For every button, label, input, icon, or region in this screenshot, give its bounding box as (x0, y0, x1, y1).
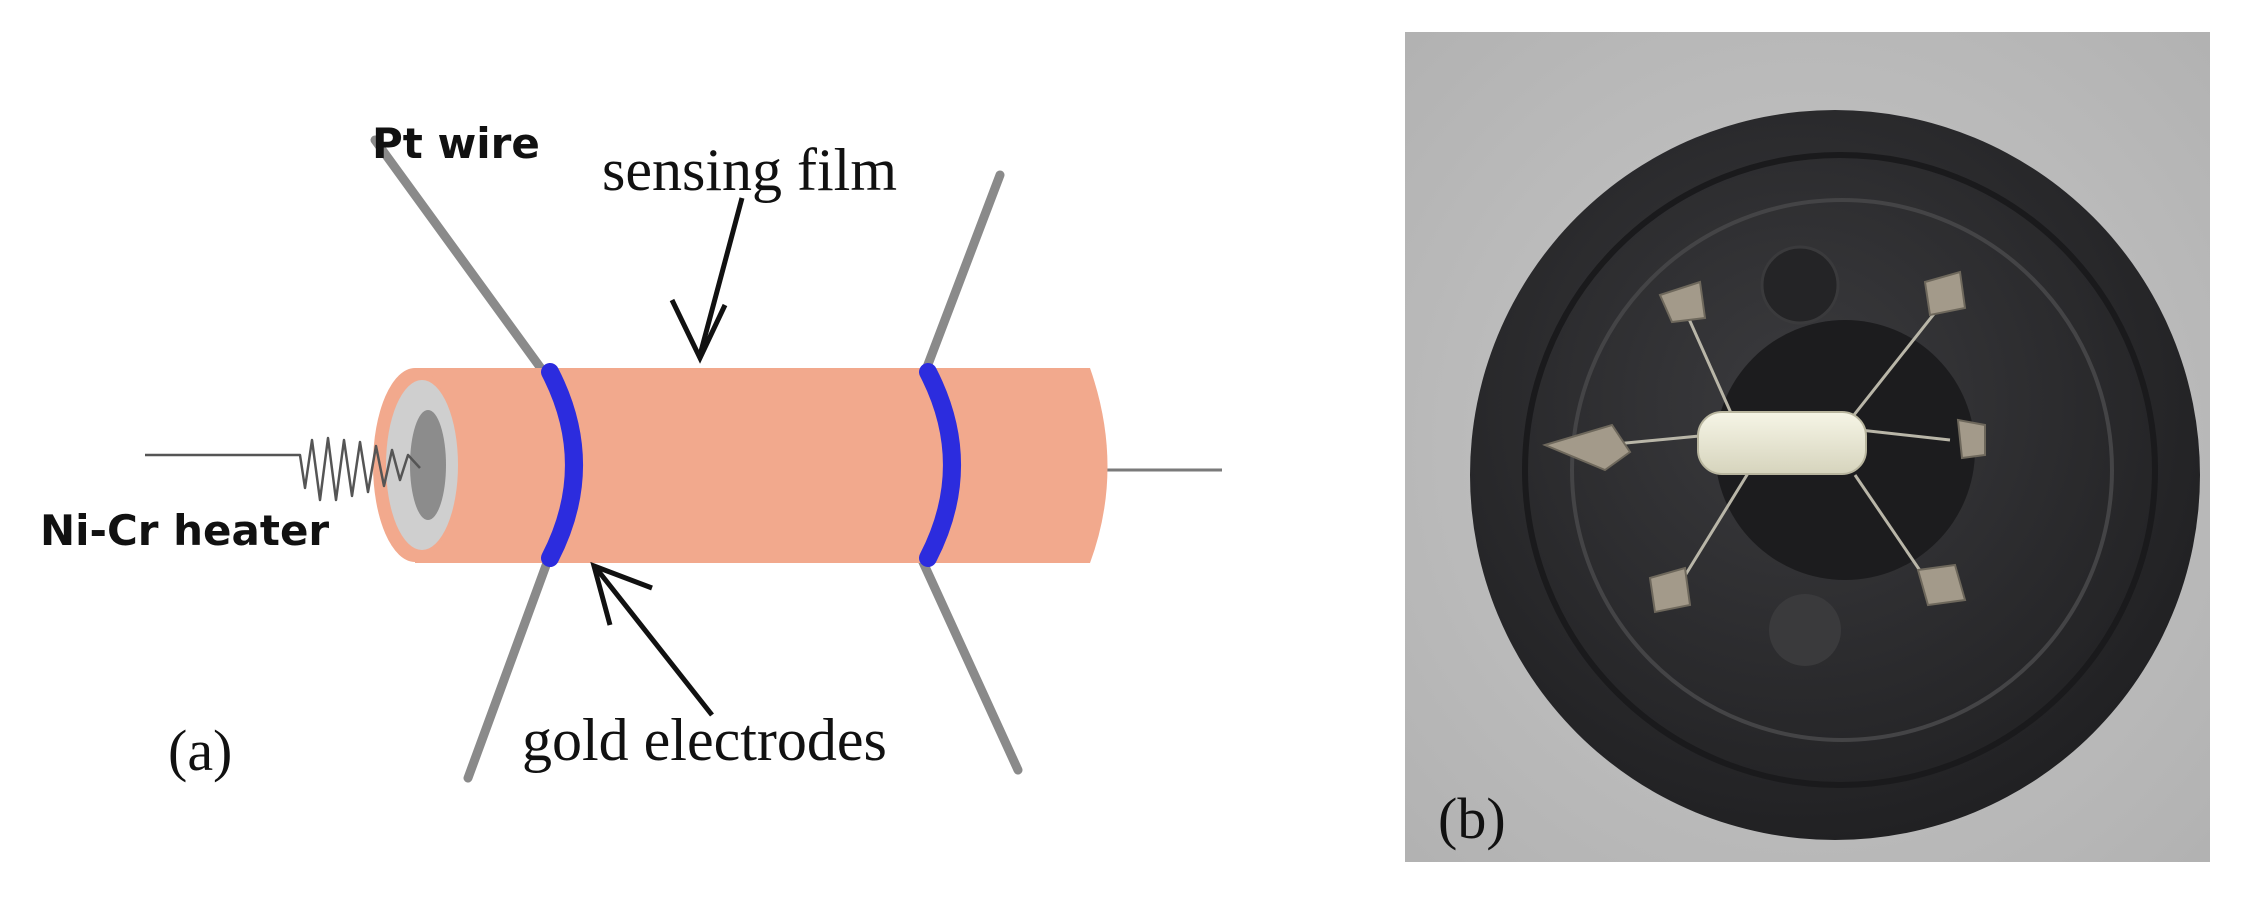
pt-wire-right-upper (919, 170, 1005, 380)
socket-pins (1542, 270, 1986, 614)
annotation-arrows (590, 197, 745, 717)
gold-electrodes (541, 363, 961, 567)
pin-bottom-left (1648, 566, 1692, 614)
pin-bottom-right (1916, 563, 1967, 607)
label-nicr-heater: Ni-Cr heater (40, 506, 329, 555)
pin-right (1956, 418, 1986, 460)
gold-electrode-right (919, 363, 961, 567)
pin-top-right (1923, 270, 1967, 317)
panel-a: Pt wire sensing film Ni-Cr heater gold e… (40, 119, 1222, 783)
tube-body (415, 368, 1108, 563)
panel-a-label: (a) (168, 718, 232, 783)
label-sensing-film: sensing film (602, 137, 897, 203)
panel-b-label: (b) (1438, 786, 1506, 851)
label-pt-wire: Pt wire (372, 119, 540, 168)
socket-inner-ring (1570, 198, 2114, 742)
sensing-tube (373, 368, 1108, 563)
heater-end-core (410, 410, 446, 520)
ceramic-sensor-tube (1697, 411, 1867, 475)
panel-b-photo: (b) (1405, 32, 2210, 862)
gold-electrodes-arrowhead (590, 561, 653, 626)
socket-top-dimple (1760, 245, 1840, 325)
pt-wire-left-lower (463, 555, 553, 783)
gold-electrodes-arrow (594, 566, 714, 717)
pin-top-left (1658, 280, 1707, 324)
pt-wire-left-upper (370, 135, 553, 383)
sensing-film-arrow (697, 197, 745, 356)
pt-wire-right-lower (917, 555, 1023, 775)
nicr-heater-coil (145, 436, 421, 502)
label-gold-electrodes: gold electrodes (522, 707, 887, 773)
pin-left (1542, 423, 1632, 472)
pt-wires (370, 135, 1023, 783)
gold-electrode-left (541, 363, 583, 567)
sensing-film-arrowhead (669, 298, 728, 364)
socket-bottom-dimple (1769, 594, 1841, 666)
socket-rim (1522, 152, 2158, 788)
